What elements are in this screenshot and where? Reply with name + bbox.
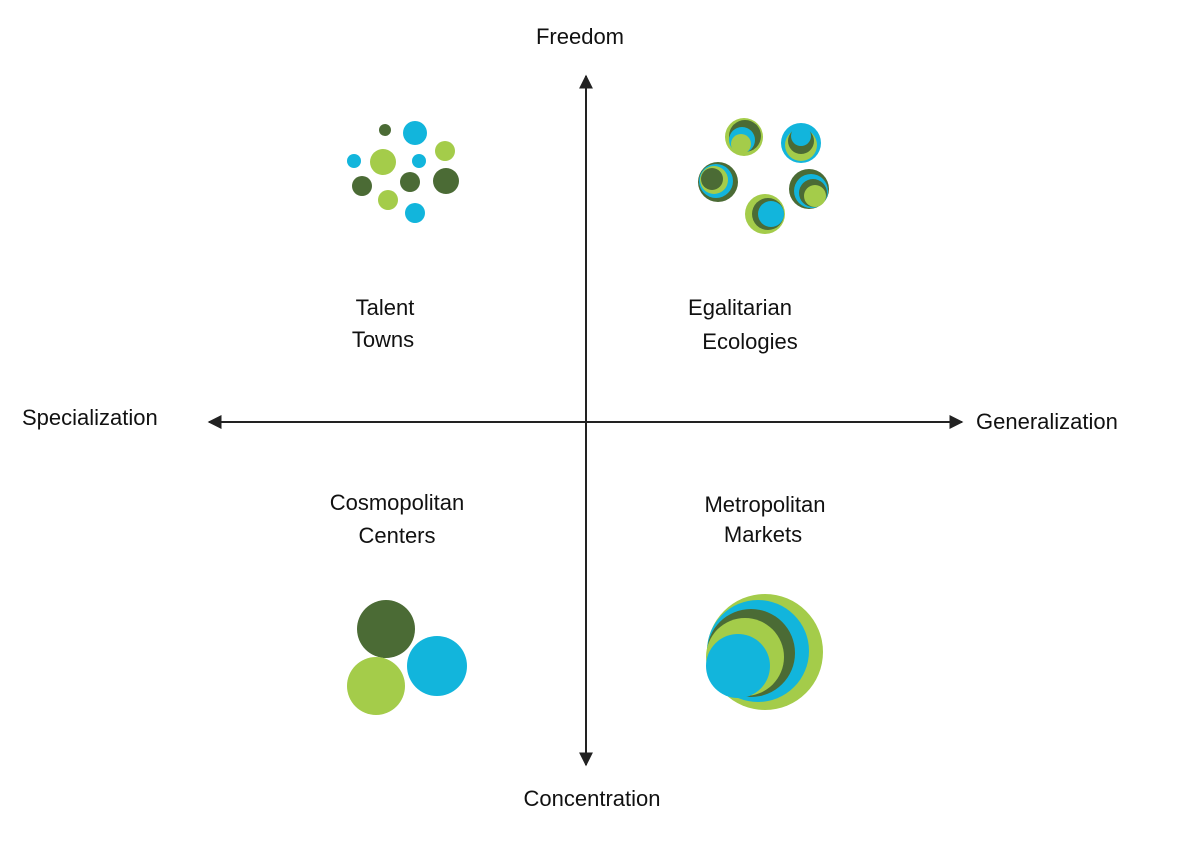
quadrant-label-talent-towns: Talent Towns [352,295,415,352]
svg-text:Ecologies: Ecologies [702,329,797,354]
quadrant-label-metropolitan-markets: Metropolitan Markets [704,492,825,547]
cosmopolitan-centers-circles-icon [347,600,467,715]
talent-towns-dots-icon [347,121,459,223]
axis-label-top: Freedom [536,24,624,49]
svg-text:Towns: Towns [352,327,414,352]
quadrant-label-egalitarian-ecologies: Egalitarian Ecologies [688,295,798,354]
axis-label-bottom: Concentration [524,786,661,811]
axis-label-left: Specialization [22,405,158,430]
quadrant-label-cosmopolitan-centers: Cosmopolitan Centers [330,490,465,548]
svg-text:Cosmopolitan: Cosmopolitan [330,490,465,515]
svg-text:Metropolitan: Metropolitan [704,492,825,517]
svg-text:Talent: Talent [356,295,415,320]
svg-text:Centers: Centers [358,523,435,548]
svg-text:Markets: Markets [724,522,802,547]
egalitarian-ecologies-rings-icon [698,118,829,234]
svg-text:Egalitarian: Egalitarian [688,295,792,320]
axis-label-right: Generalization [976,409,1118,434]
metropolitan-markets-nested-circle-icon [706,594,823,710]
